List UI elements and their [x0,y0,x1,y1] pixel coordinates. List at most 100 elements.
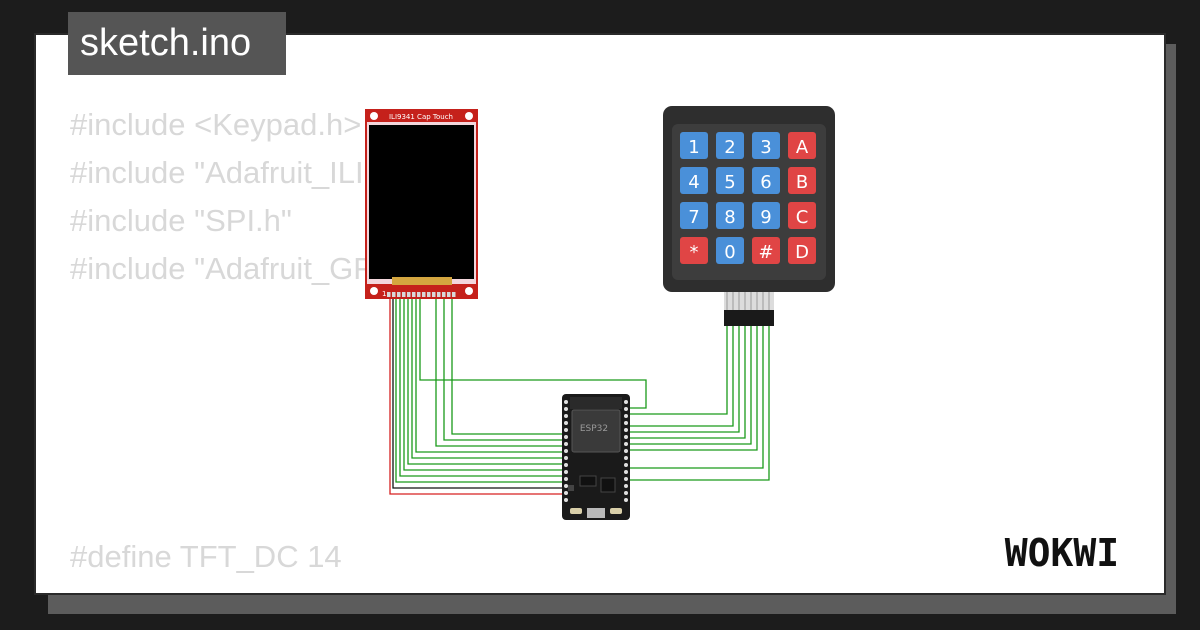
header-pin [442,292,446,297]
esp32-pin [564,407,568,411]
esp32-pin [564,421,568,425]
esp32-pin [564,400,568,404]
esp32-pin [624,498,628,502]
display-screen [369,125,474,279]
header-pin [412,292,416,297]
keypad-key[interactable] [716,167,744,194]
esp32-pin [564,456,568,460]
wire [630,326,758,451]
wire-ground [392,298,563,489]
keypad-key-label: 9 [760,207,771,228]
esp32-pin [564,428,568,432]
keypad-key[interactable] [752,202,780,229]
keypad-key-label: 6 [760,172,771,193]
keypad-face [672,124,826,280]
esp32-button[interactable] [570,508,582,514]
esp32-pin [564,498,568,502]
keypad-key[interactable] [680,237,708,264]
esp32-button[interactable] [610,508,622,514]
keypad-key[interactable] [680,167,708,194]
esp32-pin [624,428,628,432]
keypad-key[interactable] [788,167,816,194]
wire [630,326,752,445]
esp32-antenna [570,397,622,409]
wires [389,298,770,495]
keypad-key[interactable] [716,202,744,229]
header-pin [402,292,406,297]
keypad-key[interactable] [788,132,816,159]
header-pin [417,292,421,297]
wire [395,298,563,483]
keypad-key[interactable] [752,237,780,264]
wire [399,298,563,477]
esp32-label: ESP32 [580,424,608,434]
display-label: ILI9341 Cap Touch [389,113,453,121]
keypad-ribbon [724,292,774,310]
keypad-key[interactable] [788,202,816,229]
esp32-pin [624,484,628,488]
logo-text: WOKWI [1005,531,1119,575]
esp32-pin [564,442,568,446]
keypad-connector [724,310,774,326]
keypad-key-label: * [690,242,699,263]
wire [630,326,740,433]
esp32-pin [624,463,628,467]
keypad-key-label: 3 [760,137,771,158]
display-flex-cable [392,277,452,285]
keypad-key[interactable] [716,237,744,264]
esp32-pin [624,449,628,453]
keypad-key[interactable] [752,167,780,194]
keypad-key-label: 4 [688,172,699,193]
header-pin [397,292,401,297]
preview-card: #include <Keypad.h> #include "Adafruit_I… [34,33,1166,595]
header-pin [432,292,436,297]
esp32-pin [624,435,628,439]
esp32-pin [624,400,628,404]
keypad-key-label: A [796,137,809,158]
keypad-key-label: B [796,172,808,193]
esp32-component [568,485,574,491]
header-pin [447,292,451,297]
esp32-pin [624,414,628,418]
keypad-key[interactable] [680,202,708,229]
esp32-board[interactable]: ESP32 [562,394,630,520]
wire [630,326,728,415]
esp32-pin [624,491,628,495]
esp32-chip [579,475,597,487]
esp32-pin [624,442,628,446]
ribbon-lines [726,292,770,310]
filename-tab[interactable]: sketch.ino [68,12,286,75]
usb-port [587,508,605,518]
esp32-pin [624,456,628,460]
header-pin [452,292,456,297]
keypad-key-label: # [758,242,773,263]
display-header [387,292,456,297]
keypad-key[interactable] [716,132,744,159]
esp32-pin [564,491,568,495]
wire [630,326,770,481]
wokwi-logo: WOKWI [1005,531,1119,575]
keypad-key[interactable] [680,132,708,159]
esp32-pin [564,477,568,481]
esp32-pin [624,470,628,474]
esp32-pin [564,484,568,488]
tft-display[interactable]: ILI9341 Cap Touch 1 [365,109,478,299]
wire [435,298,563,447]
esp32-pin [564,435,568,439]
header-pin [407,292,411,297]
esp32-pin [624,477,628,481]
header-pin [422,292,426,297]
wire [415,298,563,453]
header-pin [387,292,391,297]
keypad-key-label: 2 [724,137,735,158]
mount-hole [370,287,378,295]
keypad-key[interactable] [752,132,780,159]
keypad-key[interactable] [788,237,816,264]
header-pin [392,292,396,297]
keypad-key-label: 0 [724,242,735,263]
mount-hole [465,287,473,295]
keypad-key-label: 7 [688,207,699,228]
wire [630,326,764,469]
code-line: #define TFT_DC 14 [70,539,342,574]
